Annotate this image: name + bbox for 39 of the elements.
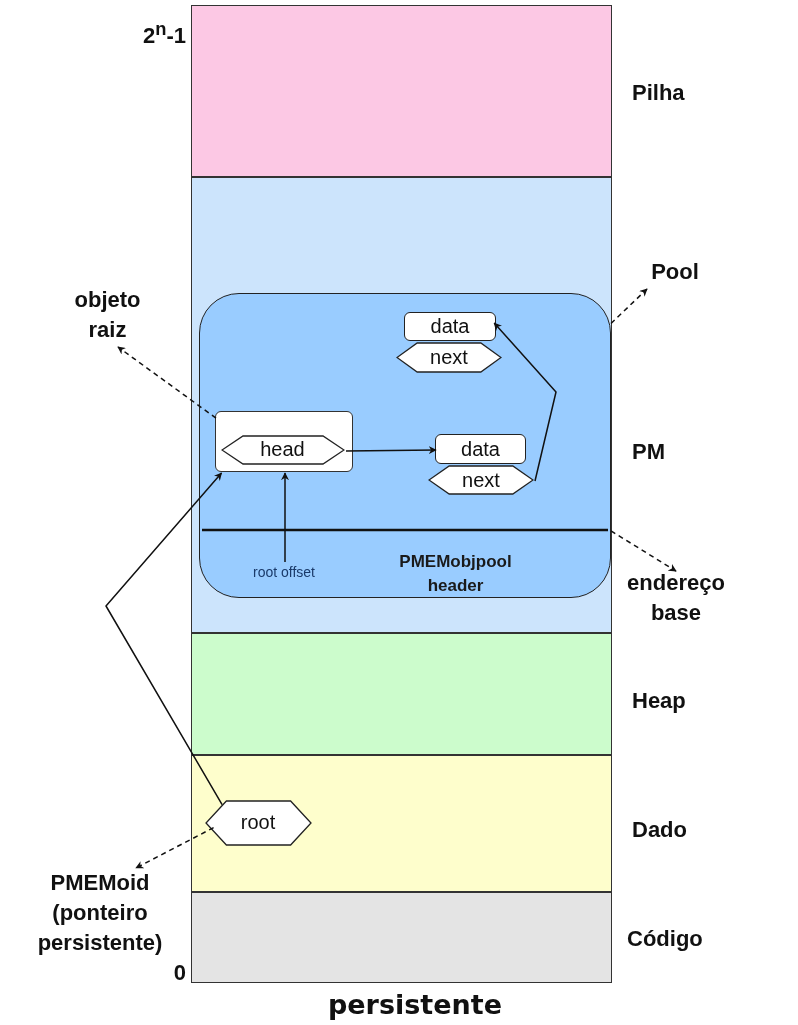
data-box	[404, 312, 496, 341]
hexagon-node	[220, 434, 345, 465]
region-label: PM	[632, 438, 665, 466]
memory-region-band	[191, 633, 612, 755]
region-label: Código	[627, 925, 703, 953]
pool-box	[198, 292, 611, 598]
annotation-label: Pool	[640, 257, 710, 289]
address-label: 2$^{n}$-1	[142, 17, 186, 51]
caption: persistente	[327, 988, 503, 1022]
region-label: Dado	[632, 816, 687, 844]
field-label: data	[430, 315, 470, 338]
memory-region-band	[191, 892, 612, 983]
pointer-arrow	[345, 446, 437, 455]
memory-region-band	[191, 5, 612, 177]
region-label: Heap	[632, 687, 686, 715]
pointer-arrow	[281, 472, 289, 563]
field-label: data	[461, 437, 500, 461]
memory-region-band	[191, 755, 612, 892]
field-label: next	[462, 468, 500, 492]
pointer-arrow	[105, 472, 223, 806]
leader-arrow	[610, 288, 648, 325]
leader-arrow	[610, 530, 677, 572]
header-label: PMEMobjpool header	[398, 550, 513, 597]
leader-arrow	[135, 826, 215, 869]
hexagon-node	[428, 465, 534, 495]
field-label: head	[260, 438, 305, 461]
root-object-box	[215, 411, 353, 472]
data-box	[435, 434, 526, 464]
field-label: next	[430, 346, 468, 369]
hexagon-node	[204, 799, 312, 846]
pointer-arrow	[493, 322, 557, 482]
hexagon-node	[396, 342, 502, 373]
annotation-label: endereço base	[618, 568, 734, 630]
field-label: root	[240, 811, 276, 834]
leader-arrow	[117, 346, 217, 419]
annotation-label: objeto raiz	[55, 285, 160, 347]
region-label: Pilha	[632, 79, 685, 107]
memory-region-band	[191, 177, 612, 633]
pointer-label: root offset	[232, 561, 336, 583]
